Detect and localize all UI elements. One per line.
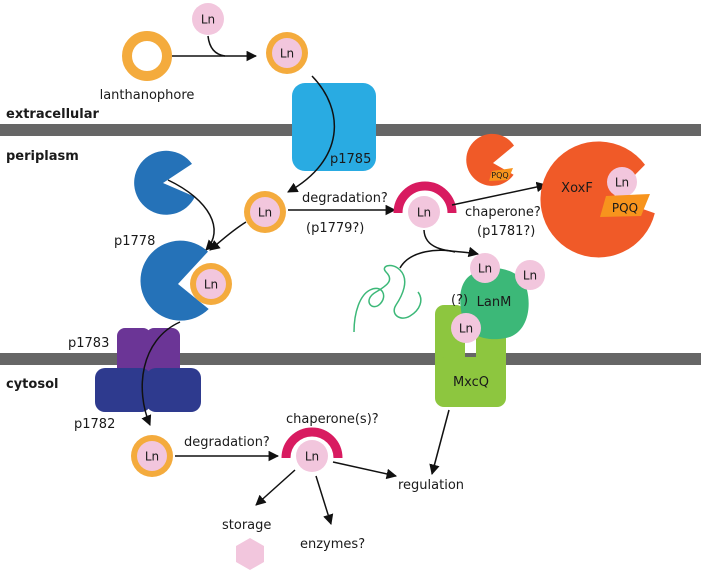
- p1778-empty: [134, 150, 195, 215]
- arrow-to-enzymes: [315, 475, 334, 526]
- mxcq-label: MxcQ: [453, 375, 489, 390]
- region-cytosol: cytosol: [6, 377, 58, 392]
- ln-ion-lanm-1: [470, 253, 500, 283]
- degradation-cytosol-label: degradation?: [184, 435, 270, 450]
- chaperone-arc-cytosol: [281, 427, 343, 459]
- region-extracellular: extracellular: [6, 107, 100, 122]
- ln-ion-xoxf-label: Ln: [615, 176, 629, 190]
- ln-ion-free: [192, 3, 224, 35]
- chaperone-arc-periplasm: [393, 181, 457, 214]
- lanm-label: LanM: [477, 295, 512, 310]
- lanthanophore-label: lanthanophore: [100, 88, 195, 103]
- inner-membrane: [0, 353, 701, 365]
- p1778-label: p1778: [114, 234, 155, 249]
- ln-ion-top-label: Ln: [280, 47, 294, 61]
- storage-hexagon: [236, 538, 264, 570]
- p1781-label: (p1781?): [477, 224, 535, 239]
- degradation-periplasm-label: degradation?: [302, 191, 388, 206]
- ln-ion-chaperone-periplasm: [408, 196, 440, 228]
- arrow-through-p1785: [287, 75, 335, 193]
- arrow-to-p1778: [209, 221, 247, 251]
- enzymes-label: enzymes?: [300, 537, 365, 552]
- pqq-small-label: PQQ: [491, 171, 508, 180]
- regulation-label: regulation: [398, 478, 464, 493]
- ln-ion-lanm-1-label: Ln: [478, 262, 492, 276]
- p1782-left: [95, 368, 151, 412]
- unfolded-peptide: [353, 264, 422, 333]
- p1785-label: p1785: [330, 152, 371, 167]
- ln-ion-chaperone-cytosol: [296, 440, 328, 472]
- pqq-large: [600, 194, 650, 217]
- arrow-mxcq-to-regulation: [429, 409, 450, 476]
- arrow-peptide-to-lanm: [399, 249, 456, 269]
- chaperone-periplasm-label: chaperone?: [465, 205, 541, 220]
- p1783-label: p1783: [68, 336, 109, 351]
- pqq-large-label: PQQ: [612, 201, 638, 215]
- p1778-loaded: [140, 240, 209, 321]
- ln-ion-p1778: [196, 269, 226, 299]
- ln-ion-periplasm: [250, 197, 280, 227]
- pqq-small: [489, 168, 513, 181]
- ln-ion-xoxf: [607, 167, 637, 197]
- ln-ion-chaperone-cytosol-label: Ln: [305, 450, 319, 464]
- p1782-label: p1782: [74, 417, 115, 432]
- mxcq-body: [435, 357, 506, 407]
- ln-binding-curve: [207, 35, 226, 57]
- ln-ion-top: [272, 38, 302, 68]
- ln-ion-periplasm-label: Ln: [258, 206, 272, 220]
- question-label: (?): [451, 293, 468, 308]
- ln-ion-lanm-2-label: Ln: [523, 269, 537, 283]
- ln-ion-free-label: Ln: [201, 13, 215, 27]
- arrow-chaperone-to-xoxf: [451, 181, 548, 206]
- storage-label: storage: [222, 518, 271, 533]
- region-periplasm: periplasm: [6, 149, 79, 164]
- arrow-to-storage: [255, 469, 296, 506]
- xoxf-label: XoxF: [561, 181, 593, 196]
- arrow-through-p1783: [141, 321, 181, 426]
- chaperones-cytosol-label: chaperone(s)?: [286, 412, 379, 427]
- ln-ion-mxcq-label: Ln: [459, 322, 473, 336]
- ln-ion-cytosol: [137, 441, 167, 471]
- ln-ion-cytosol-label: Ln: [145, 450, 159, 464]
- arrow-to-regulation: [332, 461, 398, 480]
- p1779-label: (p1779?): [306, 221, 364, 236]
- ln-ion-lanm-2: [515, 260, 545, 290]
- ln-ion-mxcq: [451, 313, 481, 343]
- ln-ion-p1778-label: Ln: [204, 278, 218, 292]
- ln-ion-chaperone-periplasm-label: Ln: [417, 206, 431, 220]
- p1782-right: [146, 368, 201, 412]
- lanthanophore-empty: [122, 31, 172, 81]
